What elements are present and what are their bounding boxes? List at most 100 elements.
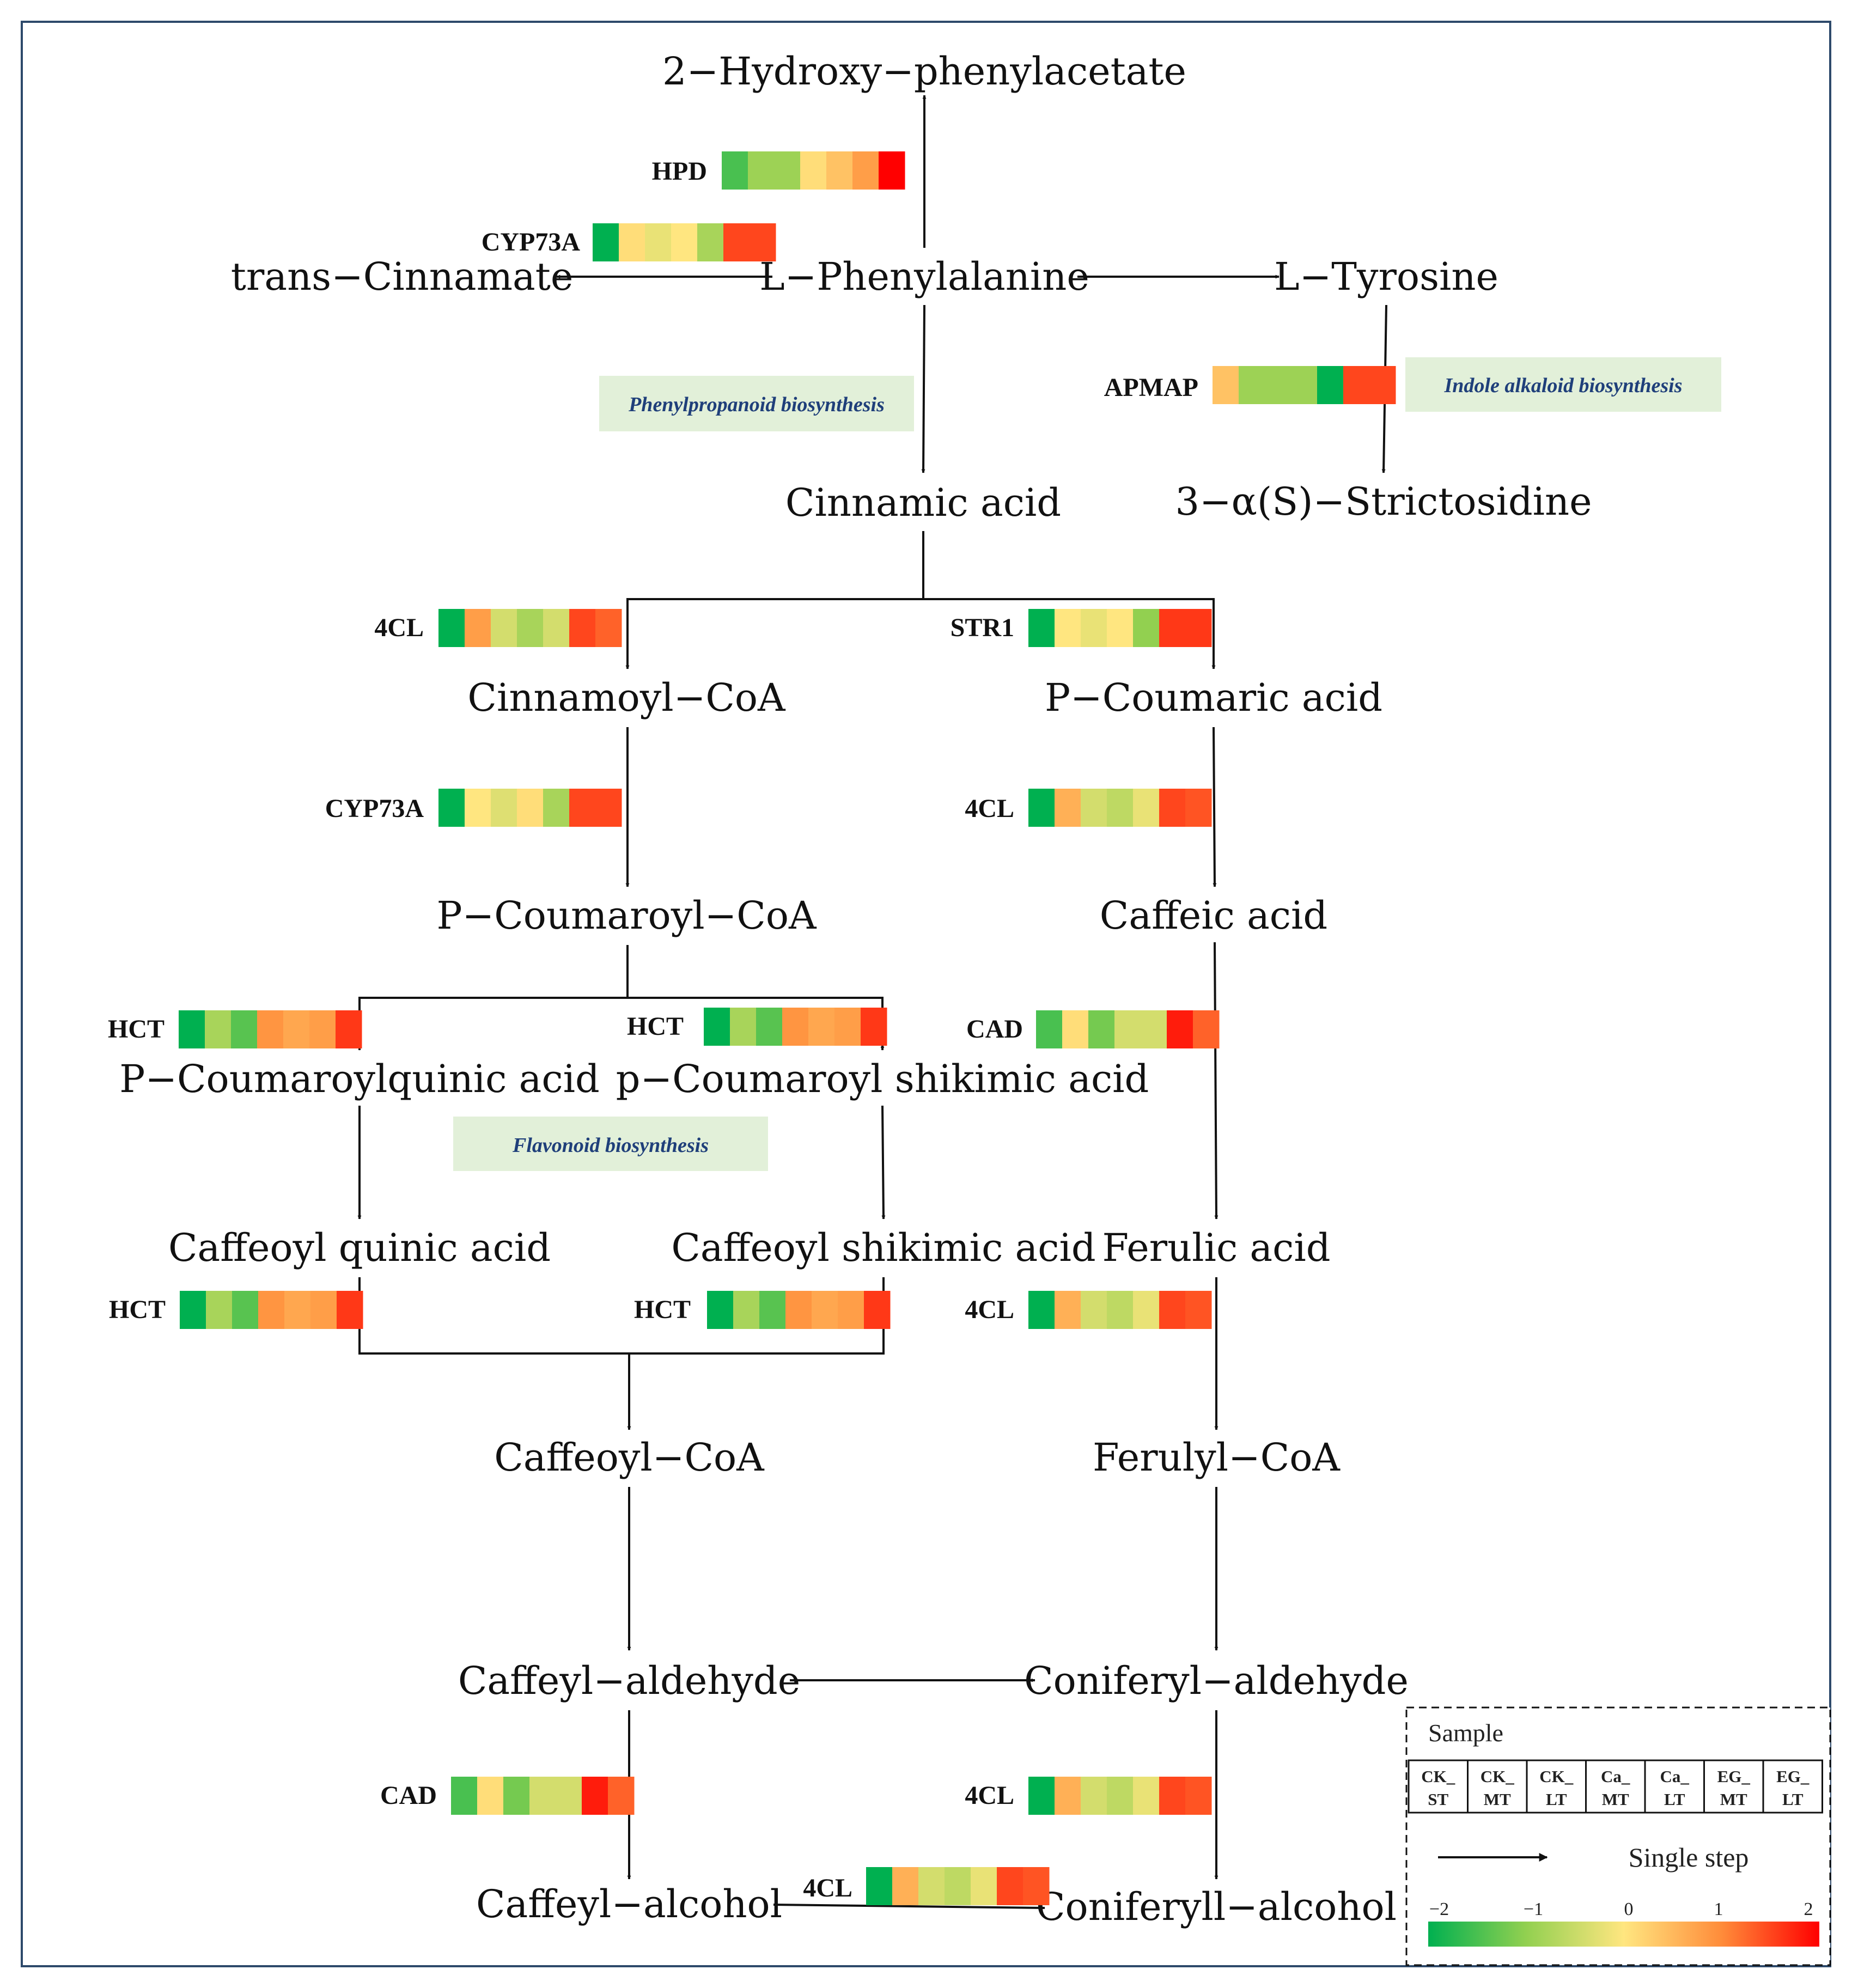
heatmap-cell bbox=[491, 789, 517, 827]
heatmap-cell bbox=[543, 609, 570, 647]
pathway-indole: Indole alkaloid biosynthesis bbox=[1405, 357, 1721, 412]
enzyme-label: HCT bbox=[634, 1295, 691, 1324]
metabolite-caffeoyl-quinic-acid: Caffeoyl quinic acid bbox=[168, 1225, 551, 1270]
legend-sample-label: LT bbox=[1664, 1790, 1685, 1809]
enzyme-4cl-b: 4CL bbox=[965, 789, 1212, 827]
metabolite-hydroxyphenylacetate: 2−Hydroxy−phenylacetate bbox=[662, 49, 1186, 94]
legend-sample-label: CK_ bbox=[1421, 1767, 1455, 1786]
heatmap-cell bbox=[438, 609, 465, 647]
heatmap-cell bbox=[595, 789, 622, 827]
metabolite-coniferyll-alcohol: Coniferyll−alcohol bbox=[1036, 1885, 1397, 1929]
heatmap-cell bbox=[337, 1291, 363, 1329]
legend-sample-label: CK_ bbox=[1539, 1767, 1574, 1786]
enzyme-cad-a: CAD bbox=[966, 1010, 1220, 1048]
heatmap-cell bbox=[1193, 1010, 1220, 1048]
heatmap-cell bbox=[1062, 1010, 1089, 1048]
enzyme-hpd: HPD bbox=[652, 151, 905, 190]
heatmap-cell bbox=[759, 1291, 786, 1329]
heatmap-cell bbox=[1265, 366, 1291, 404]
heatmap-cell bbox=[336, 1010, 362, 1048]
enzyme-apmap: APMAP bbox=[1104, 366, 1396, 404]
pathway-box bbox=[453, 1117, 768, 1171]
heatmap-cell bbox=[1185, 789, 1212, 827]
heatmap-cell bbox=[892, 1867, 919, 1905]
heatmap-cell bbox=[582, 1777, 608, 1815]
edge-phe-to-cinnamic-acid bbox=[921, 304, 925, 473]
enzyme-label: 4CL bbox=[965, 1781, 1014, 1810]
heatmap-cell bbox=[1159, 1291, 1186, 1329]
heatmap-cell bbox=[1343, 366, 1370, 404]
heatmap-cell bbox=[529, 1777, 556, 1815]
enzyme-heatmap bbox=[722, 151, 905, 190]
pathway-phenylpropanoid: Phenylpropanoid biosynthesis bbox=[599, 376, 914, 431]
enzyme-label: CYP73A bbox=[325, 794, 424, 823]
legend-color-scale bbox=[1428, 1922, 1819, 1947]
heatmap-cell bbox=[1159, 1777, 1186, 1815]
heatmap-cell bbox=[283, 1010, 310, 1048]
legend-sample-label: EG_ bbox=[1776, 1767, 1810, 1786]
enzyme-label: HPD bbox=[652, 157, 707, 186]
heatmap-cell bbox=[569, 789, 596, 827]
heatmap-cell bbox=[1107, 609, 1134, 647]
heatmap-cell bbox=[748, 151, 775, 190]
heatmap-cell bbox=[517, 609, 544, 647]
heatmap-cell bbox=[1133, 609, 1160, 647]
heatmap-cell bbox=[1167, 1010, 1193, 1048]
heatmap-cell bbox=[774, 151, 801, 190]
metabolite-p-coumaroyl-coa: P−Coumaroyl−CoA bbox=[436, 893, 817, 938]
enzyme-4cl-e: 4CL bbox=[803, 1867, 1050, 1905]
pathway-label-indole: Indole alkaloid biosynthesis bbox=[1443, 374, 1682, 397]
heatmap-cell bbox=[750, 223, 776, 261]
heatmap-cell bbox=[556, 1777, 582, 1815]
pathway-box bbox=[1405, 357, 1721, 412]
metabolite-l-tyrosine: L−Tyrosine bbox=[1274, 254, 1498, 299]
metabolite-caffeyl-alcohol: Caffeyl−alcohol bbox=[476, 1882, 782, 1926]
legend-sample-label: LT bbox=[1782, 1790, 1804, 1809]
heatmap-cell bbox=[1055, 1291, 1081, 1329]
enzyme-label: 4CL bbox=[965, 794, 1014, 823]
legend-sample-cell bbox=[1762, 1759, 1823, 1814]
heatmap-cell bbox=[477, 1777, 504, 1815]
enzyme-label: 4CL bbox=[803, 1874, 852, 1902]
heatmap-cell bbox=[1088, 1010, 1115, 1048]
heatmap-cell bbox=[517, 789, 544, 827]
heatmap-cell bbox=[1369, 366, 1396, 404]
edge-pcoumaroylshikimic-to-caffeoylshikimic bbox=[881, 1105, 886, 1219]
heatmap-cell bbox=[595, 609, 622, 647]
metabolite-p-coumaroylquinic-acid: P−Coumaroylquinic acid bbox=[119, 1057, 600, 1101]
enzyme-4cl-c: 4CL bbox=[965, 1291, 1212, 1329]
enzyme-str1: STR1 bbox=[951, 609, 1212, 647]
heatmap-cell bbox=[543, 789, 570, 827]
heatmap-cell bbox=[861, 1008, 887, 1046]
heatmap-cell bbox=[808, 1008, 835, 1046]
heatmap-cell bbox=[451, 1777, 478, 1815]
heatmap-cell bbox=[232, 1291, 259, 1329]
legend-sample-label: Ca_ bbox=[1660, 1767, 1690, 1786]
enzyme-label: CYP73A bbox=[482, 228, 581, 257]
legend-sample-label: MT bbox=[1720, 1790, 1747, 1809]
enzyme-label: CAD bbox=[380, 1781, 437, 1810]
edge-caffeic-to-ferulic bbox=[1214, 942, 1219, 1219]
heatmap-cell bbox=[1081, 1291, 1107, 1329]
heatmap-cell bbox=[945, 1867, 971, 1905]
pathway-label-flavonoid: Flavonoid biosynthesis bbox=[512, 1134, 709, 1157]
heatmap-cell bbox=[284, 1291, 311, 1329]
enzyme-heatmap bbox=[451, 1777, 635, 1815]
pathway-box bbox=[599, 376, 914, 431]
metabolite-p-coumaric-acid: P−Coumaric acid bbox=[1045, 675, 1382, 720]
heatmap-cell bbox=[205, 1010, 232, 1048]
metabolite-caffeoyl-coa: Caffeoyl−CoA bbox=[494, 1435, 765, 1480]
heatmap-cell bbox=[593, 223, 619, 261]
heatmap-cell bbox=[645, 223, 672, 261]
heatmap-cell bbox=[756, 1008, 783, 1046]
metabolite-ferulic-acid: Ferulic acid bbox=[1102, 1225, 1330, 1270]
heatmap-cell bbox=[1107, 1291, 1134, 1329]
legend-sample-cell bbox=[1585, 1759, 1646, 1814]
legend-tick-label: 1 bbox=[1714, 1899, 1723, 1919]
enzyme-heatmap bbox=[1028, 1777, 1212, 1815]
legend-sample-cell bbox=[1408, 1759, 1469, 1814]
heatmap-cell bbox=[1133, 1291, 1160, 1329]
heatmap-cell bbox=[1081, 789, 1107, 827]
enzyme-heatmap bbox=[179, 1010, 362, 1048]
